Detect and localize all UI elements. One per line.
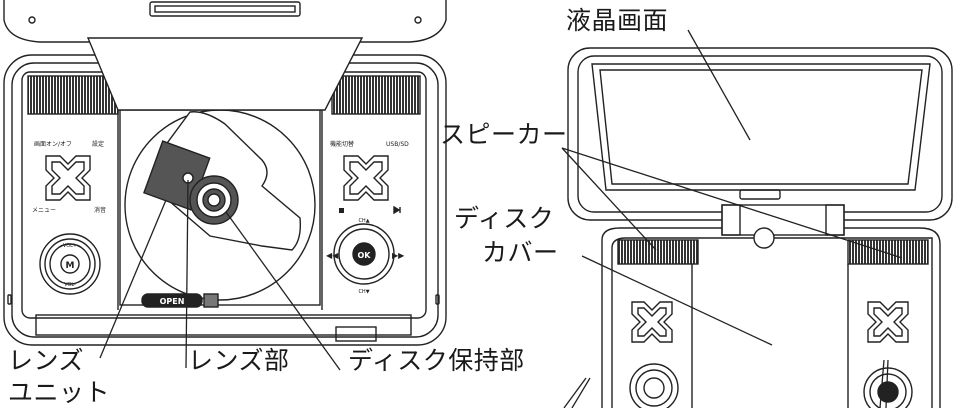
leader-lines	[99, 29, 903, 408]
vol-up-label: VOL+	[63, 243, 77, 249]
lens-unit-label-line2: ユニット	[8, 378, 111, 407]
speaker-label: スピーカー	[440, 120, 568, 149]
lens-label: レンズ部	[188, 346, 290, 375]
disc-cover-label-line2: カバー	[482, 238, 559, 267]
lens-unit-label-line1: レンズ	[8, 346, 85, 375]
ok-button-label: OK	[358, 251, 372, 260]
left-round-pad	[39, 233, 101, 295]
settings-label: 設定	[92, 140, 104, 148]
svg-text:▶▶: ▶▶	[392, 251, 405, 260]
power-label: 画面オン/オフ	[34, 141, 72, 148]
svg-text:◀◀: ◀◀	[326, 251, 339, 260]
m-button-label: M	[66, 261, 75, 271]
mute-label: 消音	[94, 206, 106, 214]
source-switch-label: 機能切替	[330, 140, 354, 148]
right-device-open-view	[567, 47, 953, 408]
ch-down-label: CH▼	[358, 289, 369, 295]
vol-down-label: VOL-	[64, 282, 76, 288]
lcd-screen-label: 液晶画面	[566, 6, 669, 35]
left-dpad	[45, 155, 91, 201]
ch-up-label: CH▲	[358, 218, 369, 224]
usb-sd-label: USB/SD	[386, 141, 409, 148]
disc-cover-label-line1: ディスク	[454, 204, 555, 233]
right-dpad	[343, 155, 389, 201]
right-round-pad	[333, 223, 395, 285]
open-button-label: OPEN	[160, 297, 185, 306]
menu-label: メニュー	[32, 207, 56, 214]
left-device-top-view: OPEN 画面オン/オフ 設定 メニュー 消音 M VOL+ VOL- 機能切替…	[3, 0, 447, 346]
disc-holder-label: ディスク保持部	[348, 346, 525, 375]
